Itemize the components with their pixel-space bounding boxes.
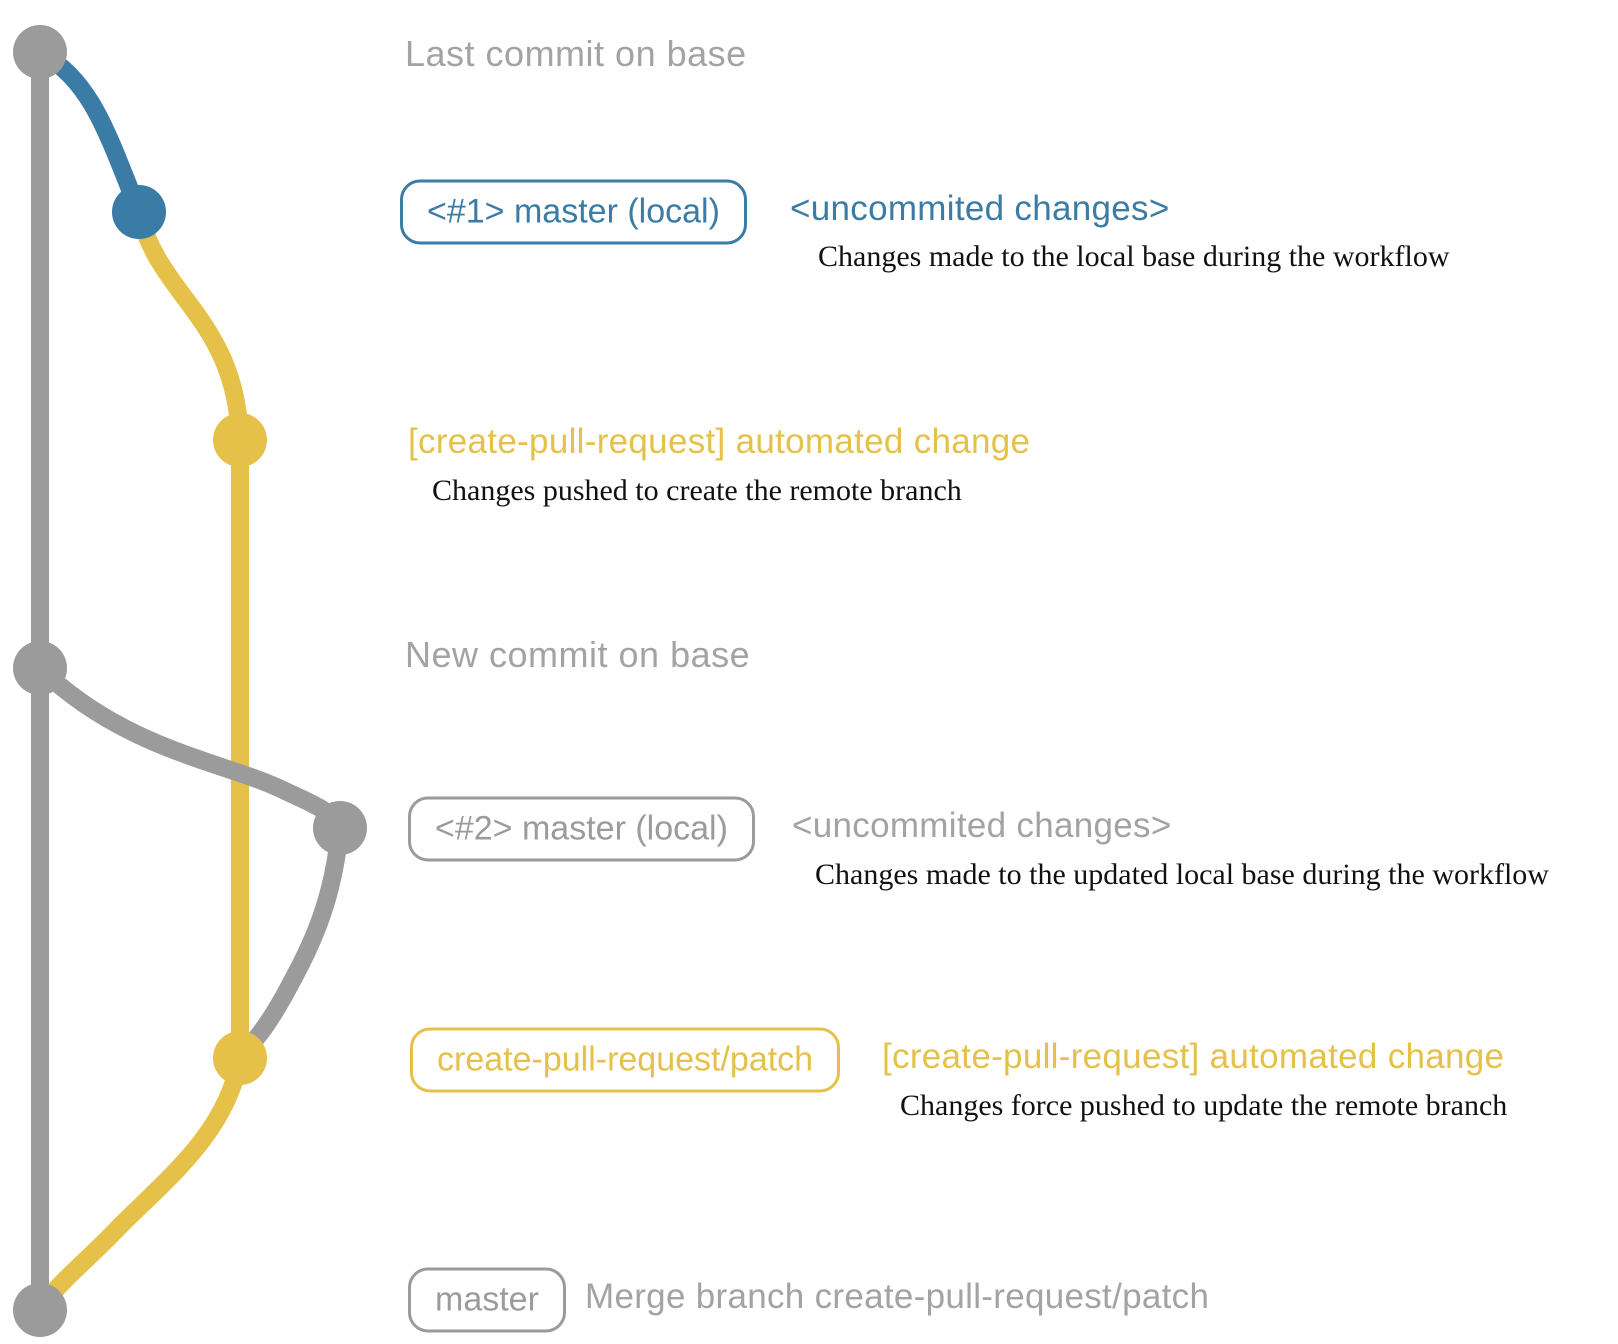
commit-dot-new-base [13, 641, 67, 695]
push-description-1: Changes pushed to create the remote bran… [432, 474, 962, 507]
commit-dot-push-2 [213, 1031, 267, 1085]
merge-commit-message: Merge branch create-pull-request/patch [585, 1277, 1210, 1316]
branch-tag-patch: create-pull-request/patch [410, 1027, 841, 1093]
branch-tag-master: master [408, 1267, 566, 1333]
commit-message-uncommited-2: <uncommited changes> [792, 806, 1172, 845]
commit-dot-last-base [13, 25, 67, 79]
merge-curve [32, 1049, 249, 1318]
local-master-branch-line [31, 43, 148, 221]
commit-message-automated-2: [create-pull-request] automated change [882, 1037, 1505, 1076]
commit-message-automated-1: [create-pull-request] automated change [408, 422, 1031, 461]
commit-dot-push-1 [213, 413, 267, 467]
branch-tag-master-local-1: <#1> master (local) [400, 179, 747, 245]
commit-dot-local-1 [112, 185, 166, 239]
commit-dot-local-2 [313, 801, 367, 855]
commit-dot-merge [13, 1283, 67, 1337]
commit-description-2: Changes made to the updated local base d… [815, 858, 1549, 891]
new-commit-label: New commit on base [405, 634, 751, 675]
patch-branch-curve-top [130, 203, 249, 449]
force-push-curve [231, 819, 349, 1067]
commit-description-1: Changes made to the local base during th… [818, 240, 1450, 273]
rebase-curve [31, 659, 349, 837]
last-commit-label: Last commit on base [405, 33, 747, 74]
branch-tag-master-local-2: <#2> master (local) [408, 796, 755, 862]
commit-message-uncommited-1: <uncommited changes> [790, 189, 1170, 228]
push-description-2: Changes force pushed to update the remot… [900, 1089, 1508, 1122]
branch-graph [13, 25, 367, 1337]
